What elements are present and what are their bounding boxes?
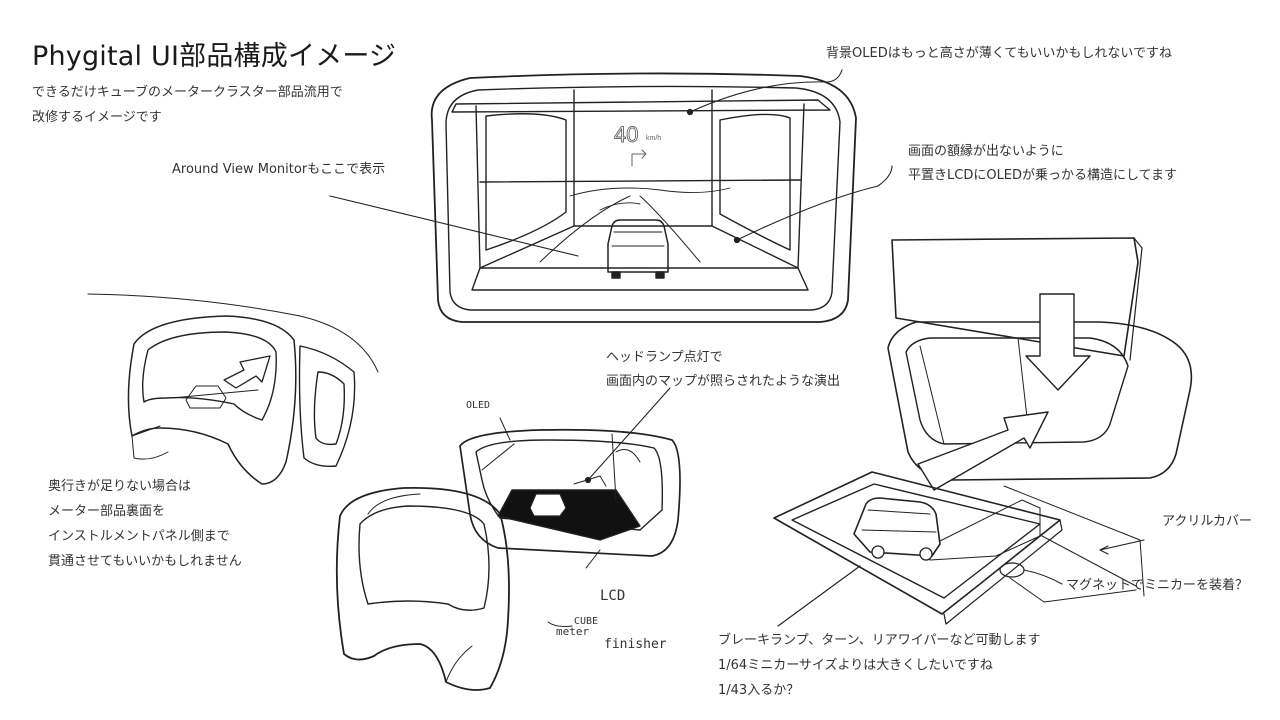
main-meter-sketch: 40 km/h [430, 72, 857, 323]
minicar-note: ブレーキランプ、ターン、リアワイパーなど可動します 1/64ミニカーサイズよりは… [718, 628, 1041, 703]
acrylic-note: アクリルカバー [1162, 514, 1252, 529]
bezel-note: 画面の額縁が出ないように 平置きLCDにOLEDが乗っかる構造にしてます [908, 140, 1177, 188]
bezel-note-line: 画面の額縁が出ないように [908, 144, 1064, 159]
meter-label: meter [556, 625, 589, 638]
bezel-note-line: 平置きLCDにOLEDが乗っかる構造にしてます [908, 168, 1177, 183]
depth-note-line: 奥行きが足りない場合は [48, 479, 192, 494]
oled-bg-note: 背景OLEDはもっと高さが薄くてもいいかもしれないですね [826, 46, 1173, 61]
subtitle-line: できるだけキューブのメータークラスター部品流用で [32, 85, 343, 100]
speed-value: 40 [614, 122, 638, 147]
finisher-label: finisher [604, 637, 667, 652]
depth-note-line: インストルメントパネル側まで [48, 529, 230, 544]
dashboard-sketch [87, 293, 379, 485]
oled-lcd-sketch: OLED LCD [459, 387, 681, 604]
depth-note-line: メーター部品裏面を [48, 504, 166, 519]
oled-label: OLED [466, 400, 490, 411]
callout-lines [329, 69, 893, 257]
lcd-label: LCD [600, 588, 625, 604]
magnet-note: マグネットでミニカーを装着？ [1066, 578, 1249, 593]
exploded-view-sketch [773, 237, 1193, 627]
cube-label: CUBE [574, 616, 598, 627]
subtitle-line: 改修するイメージです [32, 110, 162, 125]
around-view-note: Around View Monitorもここで表示 [172, 162, 386, 177]
headlamp-note-line: ヘッドランプ点灯で [606, 350, 723, 365]
finisher-sketch: CUBE meter finisher [335, 486, 667, 691]
depth-note: 奥行きが足りない場合は メーター部品裏面を インストルメントパネル側まで 貫通さ… [48, 474, 242, 574]
page-title: Phygital UI部品構成イメージ [32, 41, 397, 72]
headlamp-note: ヘッドランプ点灯で 画面内のマップが照らされたような演出 [606, 346, 840, 394]
page-subtitle: できるだけキューブのメータークラスター部品流用で 改修するイメージです [32, 80, 343, 130]
minicar-note-line: ブレーキランプ、ターン、リアワイパーなど可動します [718, 633, 1041, 648]
speed-unit: km/h [646, 135, 661, 142]
minicar-note-line: 1/43入るか？ [718, 683, 800, 698]
minicar-note-line: 1/64ミニカーサイズよりは大きくしたいですね [718, 658, 993, 673]
depth-note-line: 貫通させてもいいかもしれません [48, 554, 242, 569]
headlamp-note-line: 画面内のマップが照らされたような演出 [606, 374, 841, 389]
